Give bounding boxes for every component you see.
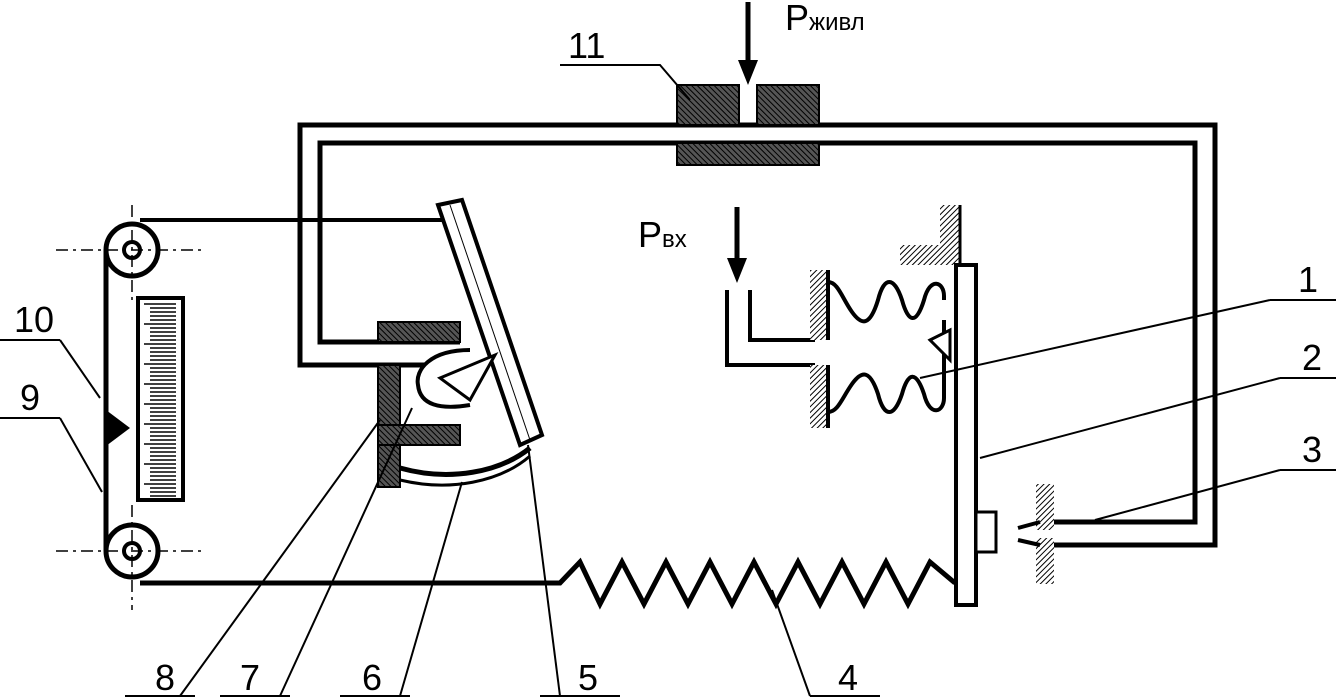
callout-2: 2 [1302, 337, 1322, 378]
supply-pressure-label: Pживл [785, 0, 865, 38]
nozzle [1017, 484, 1054, 584]
scale-belt [56, 205, 445, 610]
relay-body [377, 321, 532, 488]
callout-4: 4 [838, 657, 858, 698]
callout-7: 7 [240, 657, 260, 698]
callout-3: 3 [1302, 429, 1322, 470]
input-arrow [727, 207, 747, 283]
scale [136, 296, 185, 502]
callout-6: 6 [362, 657, 382, 698]
upper-bracket [900, 205, 962, 265]
callout-11: 11 [568, 25, 605, 66]
lever [954, 263, 998, 607]
supply-arrow [738, 2, 758, 85]
callout-10: 10 [14, 299, 54, 340]
leader-lines [0, 64, 1336, 697]
callout-5: 5 [578, 657, 598, 698]
bellows-wall [810, 270, 830, 428]
throttle [676, 84, 820, 166]
callout-1: 1 [1298, 259, 1318, 300]
bellows [827, 280, 952, 414]
input-tube [725, 290, 815, 367]
pointer-arm [435, 197, 545, 448]
feedback-spring [140, 556, 957, 610]
callout-9: 9 [20, 377, 40, 418]
input-pressure-label: Pвх [638, 214, 687, 255]
callout-8: 8 [155, 657, 175, 698]
